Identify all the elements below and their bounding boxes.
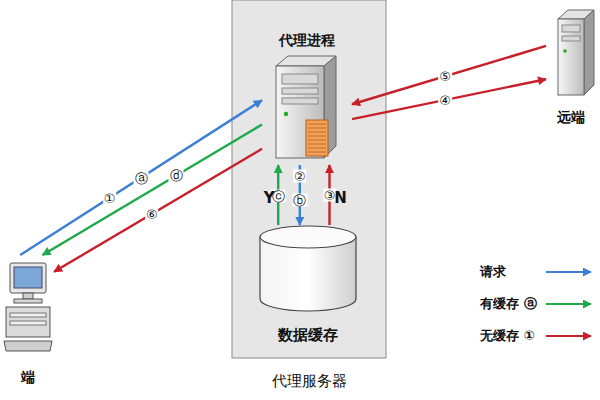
branch-mark: N	[334, 191, 347, 206]
legend-text: 无缓存 ①	[480, 327, 540, 345]
proxy-process: 代理进程	[262, 30, 352, 165]
callout-number: ⓐ	[134, 171, 149, 184]
callout-number: ⑤	[438, 70, 452, 83]
legend-sample	[544, 265, 594, 279]
panel-ground	[232, 0, 386, 358]
callout-number: ④	[438, 93, 452, 106]
callout-number: ⓓ	[169, 169, 184, 182]
legend-row: 请求	[480, 256, 594, 288]
remote-server: 远端	[546, 5, 596, 133]
flow-arrow	[20, 100, 262, 255]
node-label: 端	[2, 369, 54, 386]
legend-text: 有缓存 ⓐ	[480, 295, 540, 313]
client-icon	[4, 261, 52, 353]
proxy-server-panel: 代理服务器代理进程数据缓存	[232, 0, 386, 358]
flow-arrow	[43, 125, 262, 256]
legend-row: 有缓存 ⓐ	[480, 288, 594, 320]
callout-number: ⑥	[145, 207, 159, 220]
node-label: 远端	[546, 109, 596, 126]
proxy-process-icon	[262, 54, 352, 164]
node-label: 代理服务器	[232, 372, 386, 390]
legend: 请求有缓存 ⓐ 无缓存 ①	[480, 256, 594, 352]
data-cache-icon	[258, 225, 358, 313]
node-label: 代理进程	[262, 32, 352, 49]
branch-mark: Y	[264, 191, 275, 206]
flow-arrow	[54, 149, 262, 272]
callout-number: ①	[103, 191, 117, 204]
callout-number: ⓑ	[292, 193, 307, 206]
remote-server-icon	[546, 5, 596, 97]
flow-arrow	[352, 79, 546, 119]
legend-text: 请求	[480, 263, 540, 281]
node-label: 数据缓存	[255, 326, 360, 344]
client: 端	[2, 255, 54, 395]
legend-row: 无缓存 ①	[480, 320, 594, 352]
data-cache: 数据缓存	[255, 225, 360, 350]
callout-number: ②	[293, 169, 307, 182]
legend-sample	[544, 329, 594, 343]
legend-sample	[544, 297, 594, 311]
